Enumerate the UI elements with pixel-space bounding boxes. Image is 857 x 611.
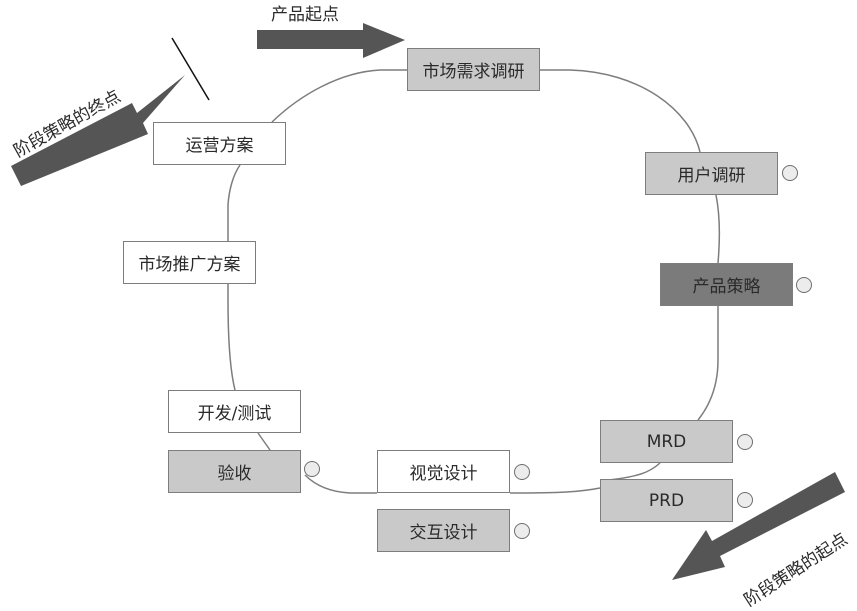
connector-user-to-strategy — [715, 194, 721, 264]
connector-acceptance-to-dev — [257, 432, 271, 451]
node-visual-design[interactable]: 视觉设计 — [377, 450, 510, 493]
connector-market-to-user — [540, 69, 701, 153]
node-market-research[interactable]: 市场需求调研 — [407, 48, 540, 91]
product-start-arrow — [257, 23, 405, 58]
node-product-strategy[interactable]: 产品策略 — [660, 263, 793, 306]
connector-prd-to-visual — [509, 487, 601, 494]
connector-marketing-to-operations — [227, 164, 241, 241]
node-acceptance[interactable]: 验收 — [168, 450, 301, 493]
node-user-research-handle-icon[interactable] — [782, 165, 798, 181]
connector-operations-to-market — [271, 69, 407, 123]
diagram-canvas — [11, 23, 845, 580]
node-operations-plan[interactable]: 运营方案 — [153, 122, 286, 165]
node-interaction-design[interactable]: 交互设计 — [377, 509, 510, 552]
node-interaction-design-handle-icon[interactable] — [514, 523, 530, 539]
node-mrd[interactable]: MRD — [600, 420, 733, 463]
connector-visual-to-acceptance — [304, 474, 377, 494]
node-prd-handle-icon[interactable] — [737, 492, 753, 508]
product-start-label: 产品起点 — [271, 5, 339, 25]
connector-strategy-to-mrd — [697, 306, 719, 421]
node-acceptance-handle-icon[interactable] — [304, 461, 320, 477]
node-dev-test[interactable]: 开发/测试 — [168, 390, 301, 433]
node-user-research[interactable]: 用户调研 — [645, 152, 778, 195]
node-visual-design-handle-icon[interactable] — [514, 464, 530, 480]
stage-start-arrow — [672, 472, 845, 580]
node-product-strategy-handle-icon[interactable] — [796, 277, 812, 293]
node-mrd-handle-icon[interactable] — [737, 434, 753, 450]
node-marketing-plan[interactable]: 市场推广方案 — [123, 241, 256, 284]
stage-end-marker-line — [171, 37, 210, 101]
node-prd[interactable]: PRD — [600, 479, 733, 522]
connector-dev-to-marketing — [227, 284, 236, 391]
stage-end-arrow — [11, 75, 185, 186]
